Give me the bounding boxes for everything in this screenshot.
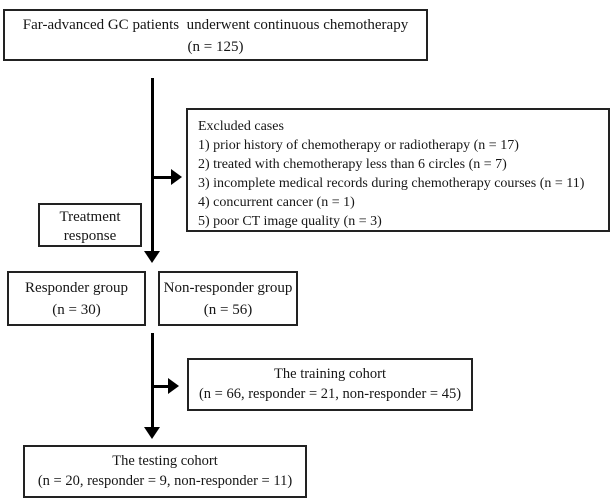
testing-cohort-counts: (n = 20, responder = 9, non-responder = … (37, 473, 293, 489)
flow-box-training-cohort: The training cohort (n = 66, responder =… (187, 358, 473, 411)
training-cohort-label: The training cohort (274, 366, 386, 382)
treatment-response-line2: response (63, 228, 117, 244)
arrow-line-right-training (152, 384, 169, 388)
arrow-line-down-split (150, 333, 154, 427)
excluded-cases-title: Excluded cases (198, 119, 284, 134)
arrowhead-right-excluded (171, 168, 182, 185)
excluded-item: 4) concurrent cancer (n = 1) (198, 195, 355, 210)
testing-cohort-label: The testing cohort (112, 453, 218, 469)
flow-box-excluded-cases: Excluded cases 1) prior history of chemo… (186, 108, 610, 232)
responder-group-count: (n = 30) (52, 301, 101, 318)
excluded-item: 3) incomplete medical records during che… (198, 176, 585, 191)
arrowhead-down-split (144, 427, 160, 439)
training-cohort-counts: (n = 66, responder = 21, non-responder =… (198, 386, 462, 402)
flow-box-non-responder-group: Non-responder group (n = 56) (158, 271, 298, 326)
arrowhead-right-training (168, 377, 179, 394)
non-responder-group-count: (n = 56) (203, 301, 253, 318)
excluded-item: 1) prior history of chemotherapy or radi… (198, 138, 519, 153)
flow-box-initial-patients: Far-advanced GC patients underwent conti… (3, 9, 428, 61)
arrow-line-right-excluded (152, 175, 172, 179)
excluded-item: 2) treated with chemotherapy less than 6… (198, 157, 507, 172)
responder-group-label: Responder group (25, 280, 128, 296)
flow-box-responder-group: Responder group (n = 30) (7, 271, 146, 326)
initial-patients-count: (n = 125) (187, 39, 244, 55)
non-responder-group-label: Non-responder group (163, 280, 293, 296)
flow-box-testing-cohort: The testing cohort (n = 20, responder = … (23, 445, 307, 498)
arrowhead-down-main (144, 251, 160, 263)
arrow-line-down-main (150, 78, 154, 252)
treatment-response-line1: Treatment (59, 209, 121, 225)
excluded-item: 5) poor CT image quality (n = 3) (198, 214, 382, 229)
initial-patients-label: Far-advanced GC patients underwent conti… (22, 17, 409, 33)
flow-box-treatment-response: Treatment response (38, 203, 142, 247)
